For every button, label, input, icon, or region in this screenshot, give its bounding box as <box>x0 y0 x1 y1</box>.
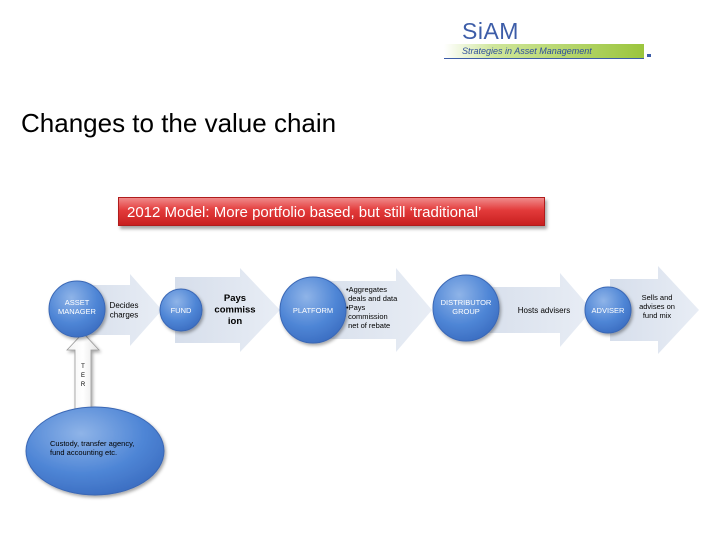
arrow-hosts-advisers: Hosts advisers <box>470 273 592 347</box>
arrow-text-hosts-advisers: Hosts advisers <box>518 306 570 315</box>
custody-label: Custody, transfer agency,fund accounting… <box>50 439 134 457</box>
text-line: DISTRIBUTOR <box>441 298 492 307</box>
model-banner: 2012 Model: More portfolio based, but st… <box>118 197 545 226</box>
ter-up-arrow: T E R <box>66 332 100 411</box>
node-circle <box>159 288 203 332</box>
text-line: net of rebate <box>346 321 390 330</box>
ter-letter-r: R <box>81 382 86 388</box>
node-circle <box>584 286 632 334</box>
node-label-platform: PLATFORM <box>293 306 333 315</box>
arrow-shape <box>175 268 280 352</box>
node-label-fund: FUND <box>171 306 192 315</box>
node-label-adviser: ADVISER <box>592 306 626 315</box>
text-line: Custody, transfer agency, <box>50 439 134 448</box>
text-line: fund mix <box>643 311 672 320</box>
text-line: GROUP <box>452 307 480 316</box>
custody-ellipse <box>25 406 165 496</box>
logo-dot <box>647 54 651 57</box>
ter-letter-e: E <box>81 373 85 379</box>
arrow-shape <box>470 273 592 347</box>
ter-letter-t: T <box>81 364 85 370</box>
arrow-text-aggregates: •Aggregates deals and data•Pays commissi… <box>346 285 398 330</box>
logo-wordmark: SiAM <box>462 18 519 44</box>
text-line: advises on <box>639 302 675 311</box>
text-line: ASSET <box>65 298 90 307</box>
text-line: ADVISER <box>592 306 626 315</box>
logo-swoosh <box>444 44 644 59</box>
text-line: ion <box>228 316 242 327</box>
text-line: commiss <box>214 304 255 315</box>
text-line: •Aggregates <box>346 285 387 294</box>
node-platform: PLATFORM <box>279 276 347 344</box>
text-line: Pays <box>224 293 246 304</box>
arrow-shape <box>610 266 699 354</box>
text-line: •Pays <box>346 303 366 312</box>
text-line: fund accounting etc. <box>50 448 117 457</box>
text-line: FUND <box>171 306 192 315</box>
node-adviser: ADVISER <box>584 286 632 334</box>
text-line: charges <box>110 311 138 320</box>
text-line: deals and data <box>346 294 398 303</box>
slide-title: Changes to the value chain <box>21 108 337 138</box>
text-line: Sells and <box>642 293 673 302</box>
ter-arrow-shape <box>66 332 100 411</box>
text-line: Hosts advisers <box>518 306 570 315</box>
text-line: Decides <box>110 301 139 310</box>
node-custody: Custody, transfer agency,fund accounting… <box>25 406 165 496</box>
text-line: PLATFORM <box>293 306 333 315</box>
node-circle <box>48 280 106 338</box>
node-circle <box>432 274 500 342</box>
text-line: MANAGER <box>58 307 97 316</box>
node-fund: FUND <box>159 288 203 332</box>
siam-logo: SiAM Strategies in Asset Management <box>436 18 656 59</box>
logo-tagline: Strategies in Asset Management <box>462 46 592 56</box>
node-circle <box>279 276 347 344</box>
text-line: commission <box>346 312 388 321</box>
